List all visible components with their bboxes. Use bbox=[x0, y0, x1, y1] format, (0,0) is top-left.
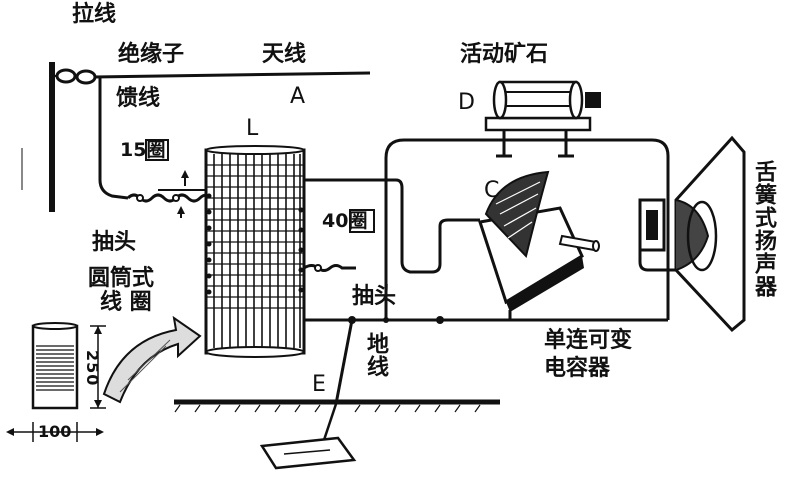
feed-line-label: 馈线 bbox=[116, 86, 161, 111]
antenna-letter: A bbox=[290, 84, 306, 109]
ground-letter: E bbox=[312, 372, 326, 397]
capacitor-name-line1: 单连可变 bbox=[544, 328, 633, 353]
coil-name-line1: 圆筒式 bbox=[88, 266, 155, 291]
tap-right-label: 抽头 bbox=[352, 284, 397, 309]
capacitor-letter: C bbox=[484, 178, 500, 203]
insulator-label: 绝缘子 bbox=[118, 42, 185, 67]
capacitor-name-line2: 电容器 bbox=[544, 356, 611, 381]
dim-width-label: 100 bbox=[38, 422, 72, 441]
speaker-name-label: 舌簧式扬声器 bbox=[751, 160, 776, 298]
detector-letter: D bbox=[458, 90, 475, 115]
feed-line-wire bbox=[98, 78, 215, 203]
inset-arrow bbox=[102, 315, 202, 404]
circuit-wires bbox=[303, 138, 676, 324]
coil-name-line2: 线 圈 bbox=[100, 290, 152, 315]
coil-dimension-inset bbox=[6, 322, 106, 442]
tap-arrows bbox=[158, 170, 210, 218]
cylindrical-coil bbox=[204, 145, 306, 358]
pull-wire-label: 拉线 bbox=[72, 2, 117, 27]
turns-40-box bbox=[349, 209, 375, 233]
detector-name-label: 活动矿石 bbox=[460, 42, 549, 67]
reed-speaker bbox=[638, 135, 746, 333]
tap-left-label: 抽头 bbox=[92, 230, 137, 255]
turns-15-label: 15圈 bbox=[120, 139, 166, 161]
ground-wire bbox=[174, 319, 500, 470]
turns-40-label: 40圈 bbox=[322, 210, 368, 232]
ground-name-label: 地线 bbox=[363, 332, 388, 378]
insulator-group bbox=[54, 68, 97, 85]
mast-pole bbox=[21, 62, 55, 212]
coil-letter: L bbox=[246, 116, 259, 141]
antenna-label: 天线 bbox=[262, 42, 307, 67]
dim-height-label: 250 bbox=[83, 350, 102, 387]
antenna-wire bbox=[93, 71, 371, 79]
turns-15-box bbox=[145, 139, 169, 161]
variable-capacitor bbox=[478, 170, 600, 320]
crystal-detector bbox=[484, 80, 601, 158]
